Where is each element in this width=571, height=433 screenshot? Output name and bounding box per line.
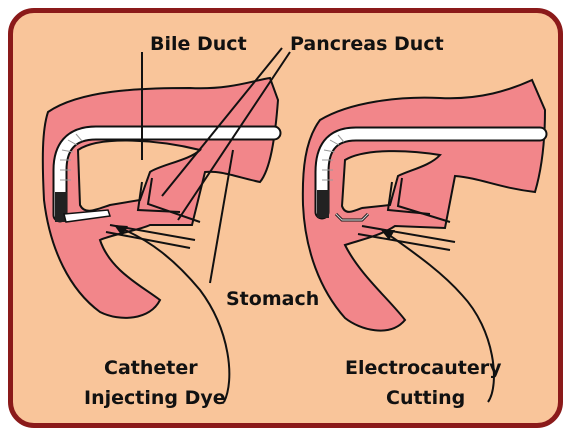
bile-duct-label: Bile Duct (150, 33, 247, 55)
pancreas-duct-label: Pancreas Duct (290, 33, 444, 55)
catheter-label-line1: Catheter (104, 357, 198, 379)
right-duodenum (303, 80, 545, 331)
electrocautery-label-line1: Electrocautery (345, 357, 502, 379)
catheter-label-line2: Injecting Dye (84, 387, 226, 409)
electrocautery-label-line2: Cutting (386, 387, 465, 409)
stomach-label: Stomach (226, 288, 319, 310)
left-duodenum (43, 78, 278, 318)
